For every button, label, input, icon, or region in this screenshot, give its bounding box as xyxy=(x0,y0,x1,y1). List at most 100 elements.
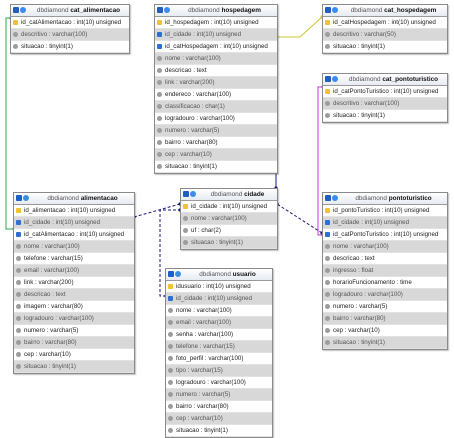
relation-alimentacao-cidade[interactable] xyxy=(133,203,181,218)
column-row[interactable]: id_catHospedagem : int(10) unsigned xyxy=(323,17,447,29)
table-header[interactable]: dbdiamond pontoturistico xyxy=(323,193,447,205)
column-row[interactable]: foto_perfil : varchar(100) xyxy=(166,353,272,365)
column-icon xyxy=(16,256,21,261)
column-row[interactable]: situacao : tinyint(1) xyxy=(323,110,447,122)
column-row[interactable]: email : varchar(100) xyxy=(14,265,134,277)
column-row[interactable]: imagem : varchar(80) xyxy=(14,301,134,313)
column-row[interactable]: nome : varchar(100) xyxy=(14,241,134,253)
column-row[interactable]: bairro : varchar(80) xyxy=(155,137,277,149)
schema-name: dbdiamond xyxy=(47,195,79,202)
column-row[interactable]: id_alimentacao : int(10) unsigned xyxy=(14,205,134,217)
column-row[interactable]: idusuario : int(10) unsigned xyxy=(166,281,272,293)
column-icon xyxy=(168,344,173,349)
column-row[interactable]: senha : varchar(100) xyxy=(166,329,272,341)
column-icon xyxy=(157,56,162,61)
column-row[interactable]: numero : varchar(5) xyxy=(14,325,134,337)
column-row[interactable]: descricao : text xyxy=(155,65,277,77)
column-row[interactable]: numero : varchar(5) xyxy=(323,301,447,313)
column-row[interactable]: id_catAlimentacao : int(10) unsigned xyxy=(11,17,129,29)
table-title: dbdiamond cat_hospedagem xyxy=(341,5,446,16)
relation-pontoturistico-cidade[interactable] xyxy=(276,203,323,234)
column-row[interactable]: numero : varchar(5) xyxy=(166,389,272,401)
column-row[interactable]: cep : varchar(10) xyxy=(155,149,277,161)
table-icon xyxy=(325,195,331,201)
column-row[interactable]: id_cidade : int(10) unsigned xyxy=(181,201,277,213)
column-row[interactable]: id_hospedagem : int(10) unsigned xyxy=(155,17,277,29)
column-row[interactable]: numero : varchar(5) xyxy=(155,125,277,137)
table-header[interactable]: dbdiamond cidade xyxy=(181,189,277,201)
column-row[interactable]: link : varchar(200) xyxy=(14,277,134,289)
column-row[interactable]: id_catPontoTuristico : int(10) unsigned xyxy=(323,229,447,241)
column-row[interactable]: endereco : varchar(100) xyxy=(155,89,277,101)
column-icon xyxy=(325,113,330,118)
table-header[interactable]: dbdiamond usuario xyxy=(166,269,272,281)
column-row[interactable]: nome : varchar(100) xyxy=(166,305,272,317)
column-label: cep : varchar(10) xyxy=(176,415,223,422)
table-header[interactable]: dbdiamond cat_alimentacao xyxy=(11,5,129,17)
table-header[interactable]: dbdiamond hospedagem xyxy=(155,5,277,17)
column-row[interactable]: id_cidade : int(10) unsigned xyxy=(323,217,447,229)
column-row[interactable]: cep : varchar(10) xyxy=(323,325,447,337)
primary-key-icon xyxy=(157,20,162,25)
column-icon xyxy=(16,316,21,321)
column-row[interactable]: nome : varchar(100) xyxy=(181,213,277,225)
column-row[interactable]: id_catAlimentacao : int(10) unsigned xyxy=(14,229,134,241)
column-row[interactable]: situacao : tinyint(1) xyxy=(155,161,277,173)
column-row[interactable]: situacao : tinyint(1) xyxy=(323,41,447,53)
column-row[interactable]: bairro : varchar(80) xyxy=(323,313,447,325)
column-row[interactable]: classificacao : char(1) xyxy=(155,101,277,113)
column-row[interactable]: id_cidade : int(10) unsigned xyxy=(14,217,134,229)
column-row[interactable]: id_catHospedagem : int(10) unsigned xyxy=(155,41,277,53)
table-name: pontoturistico xyxy=(388,195,432,202)
column-label: endereco : varchar(100) xyxy=(165,91,232,98)
column-icon xyxy=(157,164,162,169)
column-row[interactable]: bairro : varchar(80) xyxy=(166,401,272,413)
column-row[interactable]: id_pontoTuristico : int(10) unsigned xyxy=(323,205,447,217)
column-row[interactable]: descritivo : varchar(50) xyxy=(323,29,447,41)
column-row[interactable]: situacao : tinyint(1) xyxy=(11,41,129,53)
column-row[interactable]: telefone : varchar(15) xyxy=(166,341,272,353)
column-row[interactable]: email : varchar(100) xyxy=(166,317,272,329)
relation-hospedagem-cat_hospedagem[interactable] xyxy=(277,16,323,38)
column-row[interactable]: descricao : text xyxy=(323,253,447,265)
column-row[interactable]: tipo : varchar(15) xyxy=(166,365,272,377)
column-row[interactable]: horarioFuncionamento : time xyxy=(323,277,447,289)
column-row[interactable]: cep : varchar(10) xyxy=(14,349,134,361)
column-row[interactable]: descritivo : varchar(100) xyxy=(323,98,447,110)
column-row[interactable]: logradouro : varchar(100) xyxy=(323,289,447,301)
column-row[interactable]: uf : char(2) xyxy=(181,225,277,237)
table-icon xyxy=(168,271,174,277)
column-row[interactable]: logradouro : varchar(100) xyxy=(14,313,134,325)
column-row[interactable]: id_cidade : int(10) unsigned xyxy=(155,29,277,41)
column-row[interactable]: descritivo : varchar(100) xyxy=(11,29,129,41)
column-row[interactable]: situacao : tinyint(1) xyxy=(181,237,277,249)
column-row[interactable]: cep : varchar(10) xyxy=(166,413,272,425)
column-row[interactable]: situacao : tinyint(1) xyxy=(323,337,447,349)
table-header[interactable]: dbdiamond cat_pontoturistico xyxy=(323,74,447,86)
column-row[interactable]: logradouro : varchar(100) xyxy=(155,113,277,125)
column-row[interactable]: id_cidade : int(10) unsigned xyxy=(166,293,272,305)
table-header[interactable]: dbdiamond alimentacao xyxy=(14,193,134,205)
foreign-key-icon xyxy=(157,32,162,37)
column-row[interactable]: telefone : varchar(15) xyxy=(14,253,134,265)
column-row[interactable]: link : varchar(200) xyxy=(155,77,277,89)
column-row[interactable]: nome : varchar(100) xyxy=(155,53,277,65)
column-row[interactable]: nome : varchar(100) xyxy=(323,241,447,253)
table-icon xyxy=(16,195,22,201)
column-row[interactable]: situacao : tinyint(1) xyxy=(14,361,134,373)
table-header[interactable]: dbdiamond cat_hospedagem xyxy=(323,5,447,17)
column-row[interactable]: logradouro : varchar(100) xyxy=(166,377,272,389)
column-row[interactable]: situacao : tinyint(1) xyxy=(166,425,272,437)
column-row[interactable]: id_catPontoTuristico : int(10) unsigned xyxy=(323,86,447,98)
column-row[interactable]: descricao : text xyxy=(14,289,134,301)
column-row[interactable]: bairro : varchar(80) xyxy=(14,337,134,349)
column-row[interactable]: ingresso : float xyxy=(323,265,447,277)
